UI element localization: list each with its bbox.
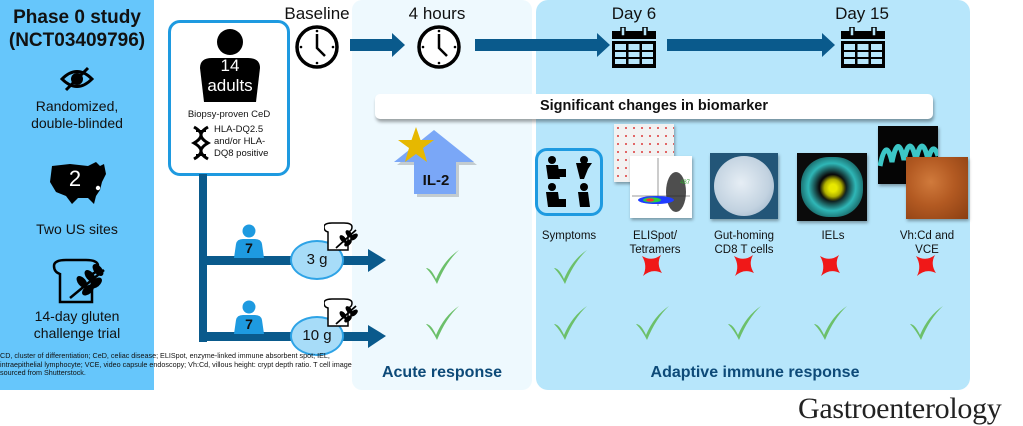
study-title: Phase 0 study (NCT03409796) (8, 7, 146, 51)
cross-icon-iels-3g (820, 255, 840, 276)
t-cell-sphere (714, 156, 774, 216)
arm-arrow-10g-head (368, 325, 386, 348)
timeline-arrow-3 (667, 39, 822, 51)
bread-wheat-icon (52, 258, 105, 304)
clock-icon-baseline (295, 25, 339, 69)
bread-wheat-icon-3g (324, 222, 358, 251)
cross-icon-vhcd-vce-3g (916, 255, 936, 276)
timepoint-4-hours: 4 hours (408, 4, 466, 23)
marker-label-vhcd-vce: Vh:Cd and VCE (899, 230, 955, 256)
arm-arrow-10g (199, 332, 369, 341)
il2-label: IL-2 (422, 172, 450, 189)
symptoms-icon-box (535, 148, 603, 216)
marker-label-iels: IELs (821, 230, 845, 242)
marker-label-elispot: ELISpot/ Tetramers (629, 230, 681, 256)
timepoint-day-15: Day 15 (835, 4, 889, 23)
adaptive-response-label: Adaptive immune response (650, 364, 860, 381)
biomarker-header: Significant changes in biomarker (375, 94, 933, 119)
check-icon-il2-3g (426, 250, 459, 284)
journal-logo: Gastroenterology (798, 392, 1002, 425)
t-cell-image (710, 153, 778, 219)
footnote: CD, cluster of differentiation; CeD, cel… (0, 351, 352, 377)
check-icon-iels-10g (814, 306, 847, 340)
check-icon-symptoms-3g (554, 250, 587, 284)
cross-icon-elispot-3g (642, 255, 662, 276)
iel-image (797, 153, 867, 221)
blinded-eye-icon (60, 66, 94, 92)
check-icon-elispot-10g (636, 306, 669, 340)
calendar-icon-day-6 (612, 27, 656, 68)
arm-arrow-3g-head (368, 249, 386, 272)
dna-icon (191, 125, 211, 161)
check-icon-vhcd-vce-10g (910, 306, 943, 340)
bread-wheat-icon-10g (324, 298, 358, 327)
arm-count-10g: 7 (245, 316, 253, 332)
us-map-icon (50, 162, 106, 204)
marker-label-symptoms: Symptoms (541, 230, 597, 242)
clock-icon-4-hours (417, 25, 461, 69)
sites-label: Two US sites (36, 221, 118, 237)
trial-label: 14-day gluten challenge trial (33, 308, 121, 341)
arm-arrow-3g (199, 256, 369, 265)
timeline-arrow-1 (350, 39, 392, 51)
capsule-endoscopy-image (906, 157, 968, 219)
arm-person-icon-3g (234, 224, 264, 258)
check-icon-il2-10g (426, 306, 459, 340)
cohort-criteria-hla: HLA-DQ2.5 and/or HLA- DQ8 positive (214, 124, 269, 159)
design-label: Randomized, double-blinded (31, 98, 123, 131)
sites-count: 2 (68, 166, 82, 191)
calendar-icon-day-15 (841, 27, 885, 68)
arm-person-icon-10g (234, 300, 264, 334)
timepoint-day-6: Day 6 (611, 4, 657, 23)
svg-text:487: 487 (680, 180, 691, 186)
person-icon (200, 29, 260, 102)
acute-response-label: Acute response (381, 364, 503, 381)
cohort-count: 14 adults (207, 56, 253, 95)
marker-label-cd8: Gut-homing CD8 T cells (713, 230, 775, 256)
check-icon-cd8-10g (728, 306, 761, 340)
cross-icon-cd8-3g (734, 255, 754, 276)
arm-count-3g: 7 (245, 240, 253, 256)
check-icon-symptoms-10g (554, 306, 587, 340)
timeline-arrow-2 (475, 39, 597, 51)
symptoms-icon (546, 156, 592, 207)
cohort-criteria-biopsy: Biopsy-proven CeD (187, 109, 271, 120)
timepoint-baseline: Baseline (284, 4, 350, 23)
tetramer-flow-plot-image: 487 (630, 156, 692, 218)
star-icon (398, 127, 434, 162)
flow-plot-icon: 487 (632, 158, 691, 212)
